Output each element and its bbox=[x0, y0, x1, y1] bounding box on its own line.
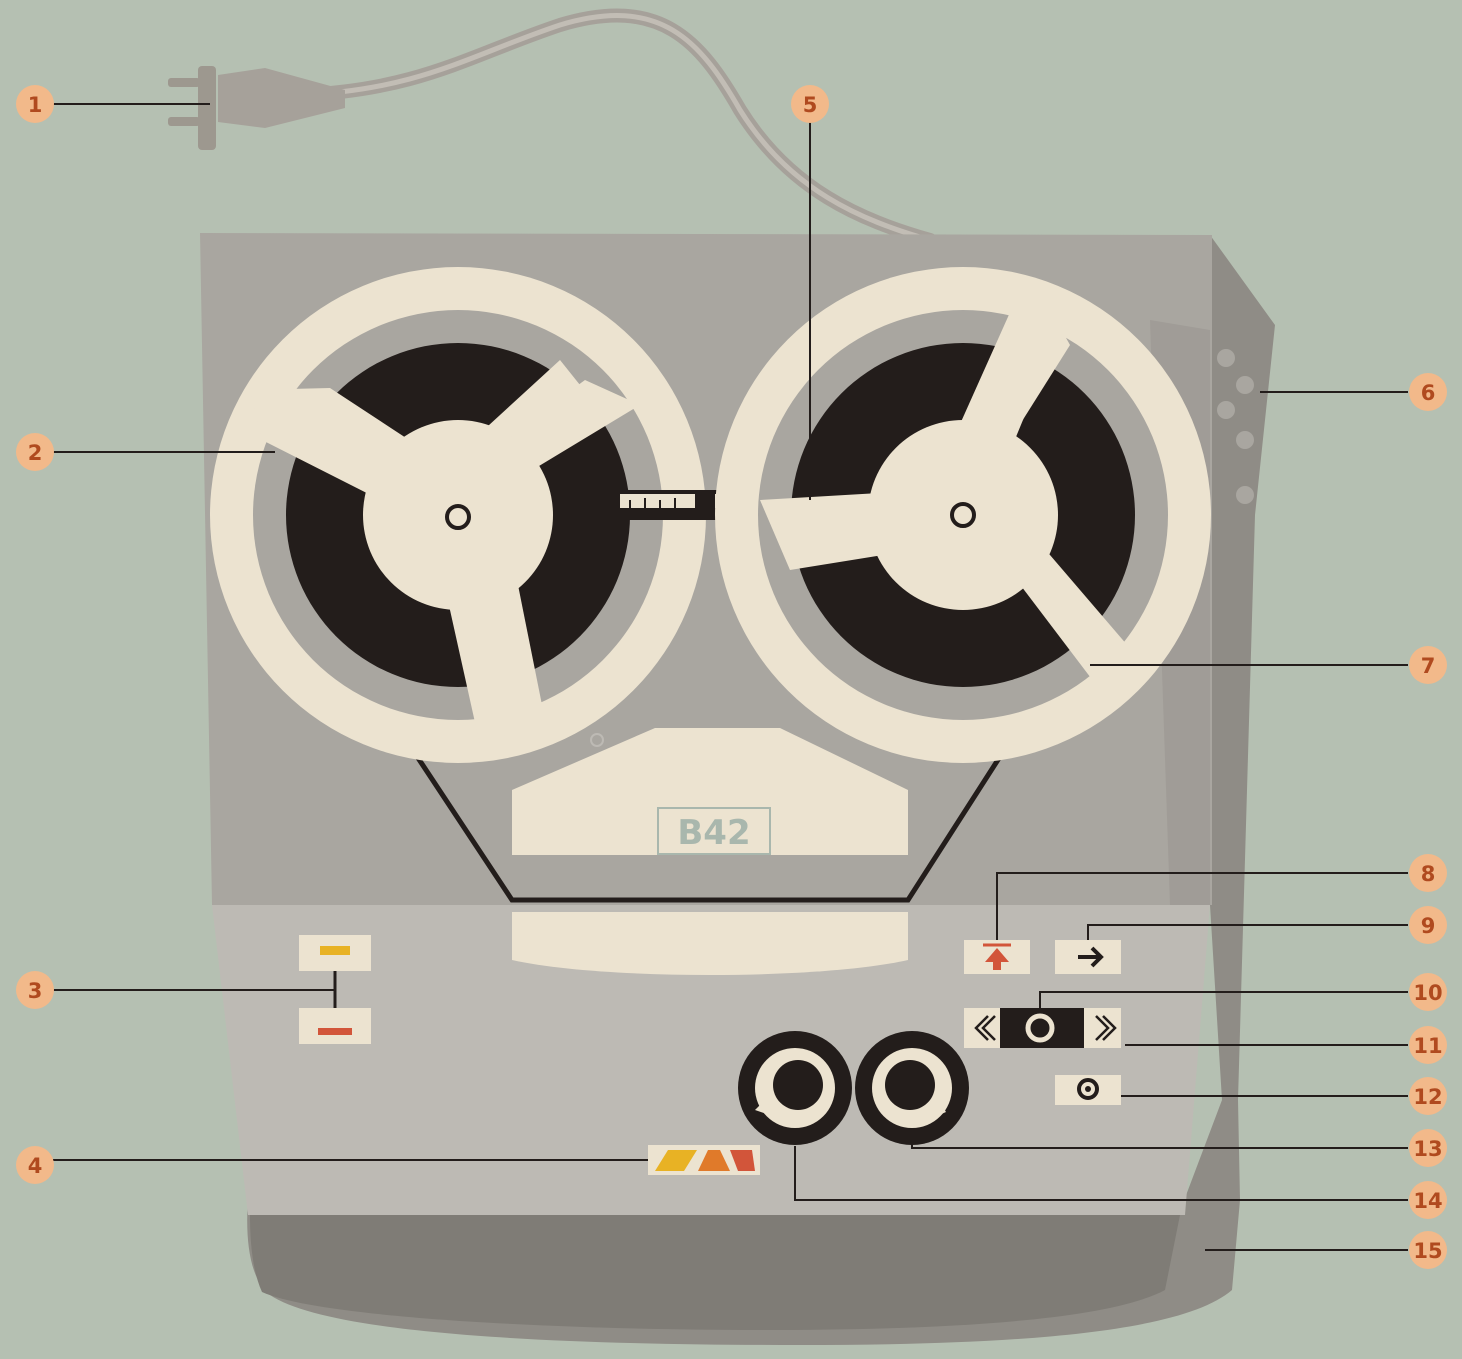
track-keys bbox=[299, 935, 371, 1044]
callout-13: 13 bbox=[1409, 1129, 1447, 1167]
callout-14: 14 bbox=[1409, 1181, 1447, 1219]
model-badge: B42 bbox=[677, 813, 750, 853]
svg-text:2: 2 bbox=[28, 441, 43, 465]
power-cord bbox=[293, 8, 937, 247]
svg-text:13: 13 bbox=[1413, 1137, 1442, 1161]
volume-knob[interactable] bbox=[738, 1031, 852, 1145]
svg-text:4: 4 bbox=[28, 1154, 43, 1178]
left-reel bbox=[210, 267, 706, 763]
model-badge-frame bbox=[657, 807, 771, 855]
right-reel bbox=[715, 267, 1211, 763]
head-cover: B42 bbox=[512, 728, 908, 975]
svg-text:12: 12 bbox=[1413, 1085, 1442, 1109]
tape-path bbox=[337, 638, 1065, 903]
callout-6: 6 bbox=[1409, 373, 1447, 411]
eject-button[interactable] bbox=[964, 940, 1030, 974]
callout-2: 2 bbox=[16, 433, 54, 471]
svg-text:3: 3 bbox=[28, 979, 43, 1003]
callout-9: 9 bbox=[1409, 906, 1447, 944]
callout-3: 3 bbox=[16, 971, 54, 1009]
power-plug bbox=[168, 66, 345, 150]
callout-7: 7 bbox=[1409, 646, 1447, 684]
screw bbox=[590, 733, 604, 747]
callout-11: 11 bbox=[1409, 1026, 1447, 1064]
svg-text:11: 11 bbox=[1413, 1034, 1442, 1058]
callout-1: 1 bbox=[16, 85, 54, 123]
svg-text:6: 6 bbox=[1421, 381, 1436, 405]
tone-knob[interactable] bbox=[855, 1031, 969, 1145]
svg-text:10: 10 bbox=[1413, 981, 1442, 1005]
callout-5: 5 bbox=[791, 85, 829, 123]
callout-15: 15 bbox=[1409, 1231, 1447, 1269]
wind-control[interactable] bbox=[964, 1008, 1121, 1048]
callout-8: 8 bbox=[1409, 854, 1447, 892]
callout-10: 10 bbox=[1409, 973, 1447, 1011]
svg-text:14: 14 bbox=[1413, 1189, 1442, 1213]
svg-text:7: 7 bbox=[1421, 654, 1436, 678]
svg-text:8: 8 bbox=[1421, 862, 1436, 886]
level-indicator bbox=[648, 1145, 760, 1175]
svg-text:5: 5 bbox=[803, 93, 818, 117]
svg-text:9: 9 bbox=[1421, 914, 1436, 938]
svg-text:15: 15 bbox=[1413, 1239, 1442, 1263]
callout-12: 12 bbox=[1409, 1077, 1447, 1115]
callout-lines bbox=[52, 103, 1408, 1251]
svg-text:1: 1 bbox=[28, 93, 43, 117]
play-button[interactable] bbox=[1055, 940, 1121, 974]
side-sockets bbox=[1217, 349, 1254, 504]
record-button[interactable] bbox=[1055, 1075, 1121, 1105]
callout-4: 4 bbox=[16, 1146, 54, 1184]
